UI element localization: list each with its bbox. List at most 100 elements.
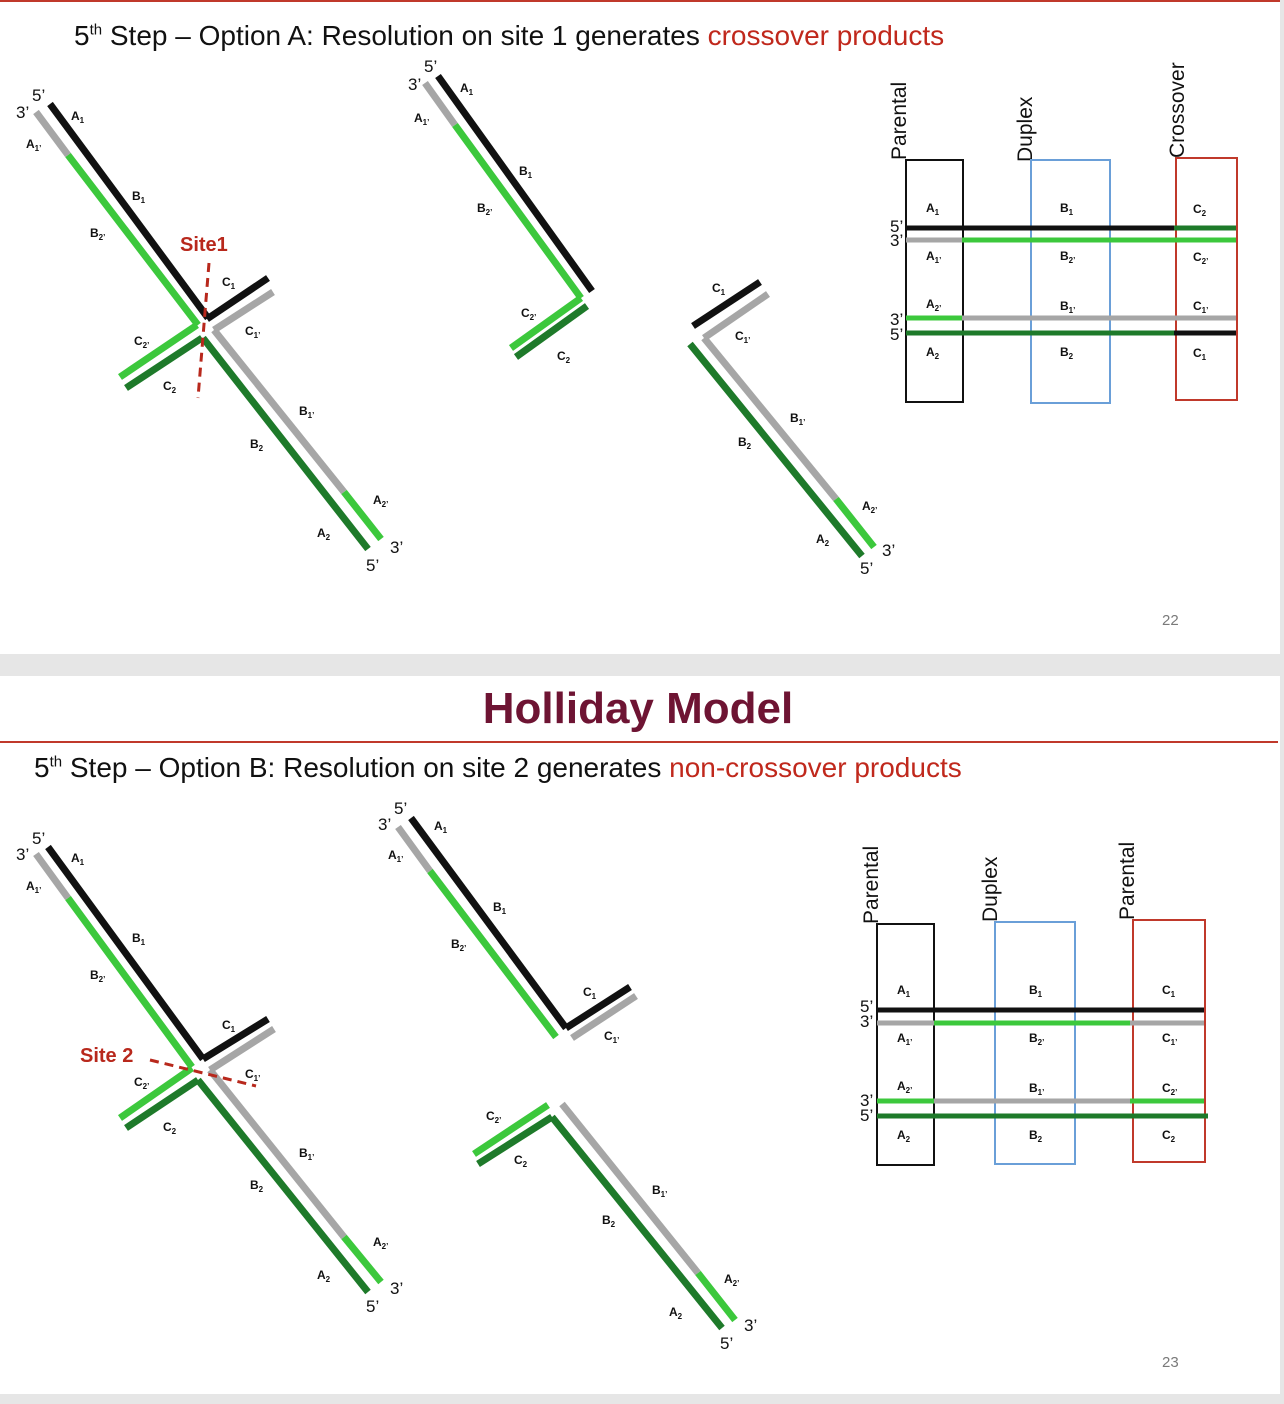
step-number: 5 — [74, 20, 90, 51]
table-cell: B1 — [1060, 201, 1074, 217]
label-B1: B1 — [132, 931, 146, 947]
non-crossover-product-1: 5’ 3’ A1 A1’ B1 B2’ C1 C1’ — [378, 799, 638, 1045]
table-cell: C2’ — [1193, 250, 1208, 266]
five-prime-label: 5’ — [366, 1297, 379, 1316]
parental-box — [876, 923, 935, 1166]
table-cell: B2 — [1060, 345, 1074, 361]
site1-cut-line — [196, 262, 211, 399]
duplex-box — [1030, 159, 1111, 404]
label-C1: C1 — [222, 275, 236, 291]
table-cell: B1’ — [1029, 1081, 1044, 1097]
non-crossover-product-2: 3’ 5’ C2’ C2 B1’ B2 A2’ A2 — [472, 1101, 757, 1353]
three-prime-label: 3’ — [390, 538, 403, 557]
parental-box-2 — [1132, 919, 1206, 1163]
label-C2p: C2’ — [521, 306, 536, 322]
five-prime-label: 5’ — [860, 997, 873, 1016]
table-cell: C2 — [1162, 1128, 1176, 1144]
crossover-box — [1175, 157, 1238, 401]
label-C1: C1 — [712, 281, 726, 297]
three-prime-label: 3’ — [16, 103, 29, 122]
five-prime-label: 5’ — [32, 829, 45, 848]
three-prime-label: 3’ — [890, 231, 903, 250]
label-C2p: C2’ — [486, 1109, 501, 1125]
step-text: Step – Option B: Resolution on site 2 ge… — [62, 752, 670, 783]
three-prime-label: 3’ — [408, 75, 421, 94]
label-C1p: C1’ — [245, 1067, 260, 1083]
top-accent-line — [0, 0, 1280, 2]
label-C1p: C1’ — [604, 1029, 619, 1045]
junction-structure: Site1 5’ 3’ 3’ 5’ A1 A1’ B1 B2’ C1 C1’ C… — [16, 86, 403, 575]
five-prime-label: 5’ — [890, 217, 903, 236]
label-B2p: B2’ — [90, 968, 105, 984]
table-cell: C1 — [1162, 983, 1176, 999]
page-number: 22 — [1162, 612, 1179, 629]
label-A1p: A1’ — [26, 137, 41, 153]
title-rule — [0, 741, 1278, 743]
label-C1p: C1’ — [735, 329, 750, 345]
column-title-crossover: Crossover — [1166, 62, 1189, 158]
label-A2: A2 — [816, 532, 830, 548]
crossover-product-1: 5’ 3’ A1 A1’ B1 B2’ C2’ C2 — [408, 57, 595, 365]
junction-strands — [36, 104, 381, 549]
label-B2p: B2’ — [477, 201, 492, 217]
label-B1p: B1’ — [790, 411, 805, 427]
label-B1: B1 — [493, 900, 507, 916]
column-title-duplex: Duplex — [979, 856, 1002, 922]
label-C2: C2 — [163, 1120, 177, 1136]
table-cell: B1 — [1029, 983, 1043, 999]
junction-structure: Site 2 5’ 3’ 3’ 5’ A1 A1’ B1 B2’ C1 C1’ … — [16, 829, 403, 1316]
five-prime-label: 5’ — [394, 799, 407, 818]
label-B2: B2 — [602, 1213, 616, 1229]
label-A1p: A1’ — [26, 879, 41, 895]
label-A2: A2 — [669, 1305, 683, 1321]
table-cell: A1 — [926, 201, 940, 217]
five-prime-label: 5’ — [860, 1106, 873, 1125]
three-prime-label: 3’ — [882, 541, 895, 560]
label-C2p: C2’ — [134, 1075, 149, 1091]
site2-label: Site 2 — [80, 1045, 133, 1067]
label-C1: C1 — [583, 985, 597, 1001]
holliday-diagram-option-b: Site 2 5’ 3’ 3’ 5’ A1 A1’ B1 B2’ C1 C1’ … — [16, 799, 1208, 1353]
label-C2: C2 — [514, 1153, 528, 1169]
table-cell: C1’ — [1193, 299, 1208, 315]
table-cell: C2’ — [1162, 1081, 1177, 1097]
label-B2p: B2’ — [90, 226, 105, 242]
label-B2p: B2’ — [451, 937, 466, 953]
table-cell: A2 — [926, 345, 940, 361]
table-cell: B2’ — [1060, 249, 1075, 265]
parental-box — [905, 159, 964, 403]
five-prime-label: 5’ — [424, 57, 437, 76]
label-C1: C1 — [222, 1018, 236, 1034]
label-B2: B2 — [250, 1178, 264, 1194]
label-A1: A1 — [434, 819, 448, 835]
three-prime-label: 3’ — [378, 815, 391, 834]
table-cell: A2’ — [897, 1079, 912, 1095]
three-prime-label: 3’ — [860, 1091, 873, 1110]
label-B2: B2 — [250, 437, 264, 453]
label-C2: C2 — [163, 379, 177, 395]
label-A1p: A1’ — [388, 848, 403, 864]
three-prime-label: 3’ — [890, 310, 903, 329]
summary-table: Parental Duplex Crossover 5’ 3’ 3’ 5’ A1… — [888, 62, 1238, 404]
label-A2: A2 — [317, 1268, 331, 1284]
label-C2p: C2’ — [134, 334, 149, 350]
label-A1p: A1’ — [414, 111, 429, 127]
duplex-box — [994, 921, 1076, 1165]
five-prime-label: 5’ — [32, 86, 45, 105]
slide-22: 5th Step – Option A: Resolution on site … — [0, 0, 1280, 654]
step-text: Step – Option A: Resolution on site 1 ge… — [102, 20, 708, 51]
table-cell: A2’ — [926, 297, 941, 313]
three-prime-label: 3’ — [16, 845, 29, 864]
five-prime-label: 5’ — [890, 325, 903, 344]
label-C1p: C1’ — [245, 324, 260, 340]
label-A2p: A2’ — [862, 499, 877, 515]
column-title-parental: Parental — [860, 846, 883, 924]
page-number: 23 — [1162, 1354, 1179, 1371]
label-B2: B2 — [738, 435, 752, 451]
column-title-parental-2: Parental — [1116, 842, 1139, 920]
table-cell: A2 — [897, 1128, 911, 1144]
label-B1p: B1’ — [652, 1183, 667, 1199]
three-prime-label: 3’ — [390, 1279, 403, 1298]
table-cell: B2 — [1029, 1128, 1043, 1144]
table-cell: A1’ — [897, 1031, 912, 1047]
